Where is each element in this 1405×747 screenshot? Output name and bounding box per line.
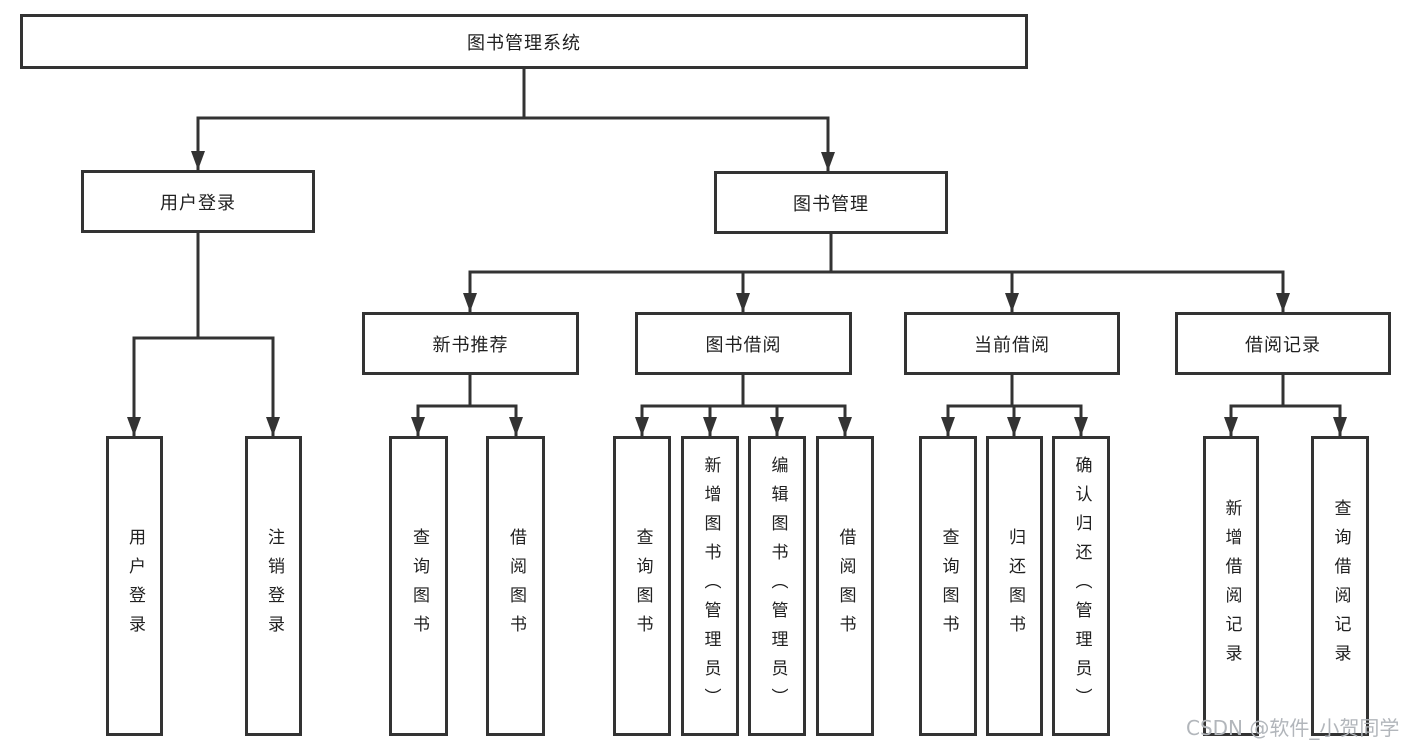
node-bb-borrow-book: 借阅图书 — [816, 436, 874, 736]
node-root-system: 图书管理系统 — [20, 14, 1028, 69]
node-borrow-record: 借阅记录 — [1175, 312, 1391, 375]
node-logout: 注销登录 — [245, 436, 302, 736]
node-br-query-record: 查询借阅记录 — [1311, 436, 1369, 736]
node-br-add-record: 新增借阅记录 — [1203, 436, 1259, 736]
node-rec-borrow-book: 借阅图书 — [486, 436, 545, 736]
node-current-borrow: 当前借阅 — [904, 312, 1120, 375]
node-book-manage: 图书管理 — [714, 171, 948, 234]
node-bb-query-book: 查询图书 — [613, 436, 671, 736]
node-cb-return-book: 归还图书 — [986, 436, 1043, 736]
csdn-watermark: CSDN @软件_小贺同学 — [1186, 716, 1400, 740]
node-rec-query-book: 查询图书 — [389, 436, 448, 736]
node-user-login-leaf: 用户登录 — [106, 436, 163, 736]
node-cb-query-book: 查询图书 — [919, 436, 977, 736]
node-bb-edit-book-admin: 编辑图书（管理员） — [748, 436, 806, 736]
node-new-book-recommend: 新书推荐 — [362, 312, 579, 375]
node-user-login: 用户登录 — [81, 170, 315, 233]
node-cb-confirm-return-admin: 确认归还（管理员） — [1052, 436, 1110, 736]
node-bb-add-book-admin: 新增图书（管理员） — [681, 436, 739, 736]
node-book-borrow: 图书借阅 — [635, 312, 852, 375]
